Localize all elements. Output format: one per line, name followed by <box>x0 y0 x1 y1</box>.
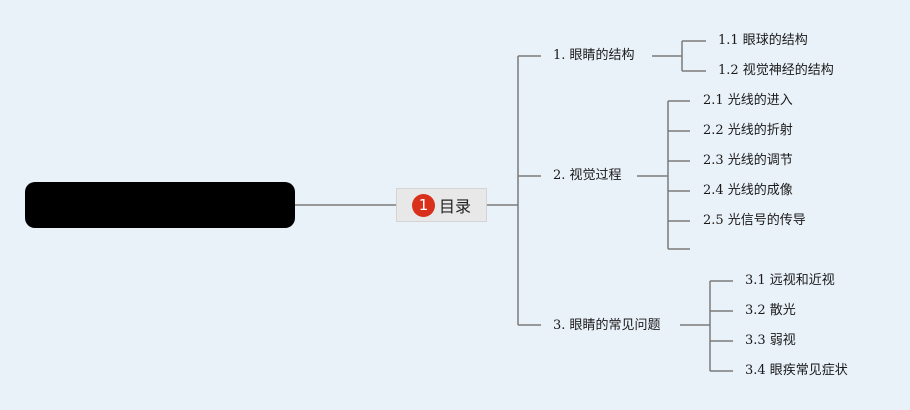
leaf-light-adjustment[interactable]: 2.3 光线的调节 <box>703 153 793 168</box>
leaf-astigmatism[interactable]: 3.2 散光 <box>745 303 796 318</box>
branch-common-problems[interactable]: 3. 眼睛的常见问题 <box>553 318 661 333</box>
leaf-eye-disease-symptoms[interactable]: 3.4 眼疾常见症状 <box>745 363 848 378</box>
leaf-signal-conduction[interactable]: 2.5 光信号的传导 <box>703 213 806 228</box>
center-node-toc[interactable]: 1 目录 <box>396 188 487 222</box>
leaf-light-refraction[interactable]: 2.2 光线的折射 <box>703 123 793 138</box>
leaf-light-entry[interactable]: 2.1 光线的进入 <box>703 93 793 108</box>
branch-eye-structure[interactable]: 1. 眼睛的结构 <box>553 48 635 63</box>
center-node-label: 目录 <box>438 197 471 216</box>
leaf-light-imaging[interactable]: 2.4 光线的成像 <box>703 183 793 198</box>
leaf-optic-nerve-structure[interactable]: 1.2 视觉神经的结构 <box>718 63 834 78</box>
root-node-redacted[interactable] <box>25 182 295 228</box>
leaf-amblyopia[interactable]: 3.3 弱视 <box>745 333 796 348</box>
branch-visual-process[interactable]: 2. 视觉过程 <box>553 168 622 183</box>
priority-1-icon: 1 <box>411 193 435 217</box>
leaf-eyeball-structure[interactable]: 1.1 眼球的结构 <box>718 33 808 48</box>
leaf-far-near-sightedness[interactable]: 3.1 远视和近视 <box>745 273 835 288</box>
